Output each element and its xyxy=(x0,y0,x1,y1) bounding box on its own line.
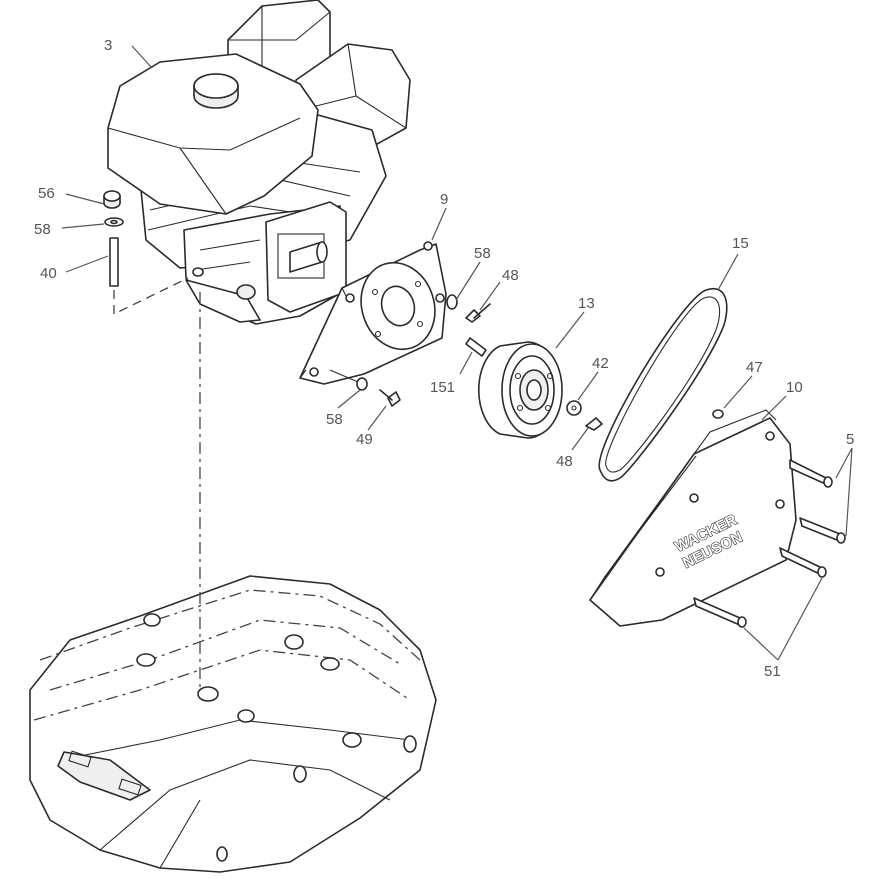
callout-40: 40 xyxy=(40,265,57,282)
callout-49: 49 xyxy=(356,431,373,448)
callout-labels: 3 56 58 40 9 58 48 13 15 47 10 42 48 151… xyxy=(34,37,854,680)
callout-151: 151 xyxy=(430,379,455,396)
callout-58-left: 58 xyxy=(34,221,51,238)
callout-42: 42 xyxy=(592,355,609,372)
base-plate xyxy=(29,575,437,873)
engine-mounting-plate xyxy=(299,241,447,385)
callout-58-bottom: 58 xyxy=(326,411,343,428)
callout-10: 10 xyxy=(786,379,803,396)
v-belt xyxy=(598,287,728,482)
callout-13: 13 xyxy=(578,295,595,312)
callout-48-bottom: 48 xyxy=(556,453,573,470)
callout-5: 5 xyxy=(846,431,854,448)
callout-9: 9 xyxy=(440,191,448,208)
callout-3: 3 xyxy=(104,37,112,54)
callout-56: 56 xyxy=(38,185,55,202)
callout-47: 47 xyxy=(746,359,763,376)
plate-hardware xyxy=(329,294,491,407)
callout-48-top: 48 xyxy=(502,267,519,284)
engine xyxy=(107,0,411,325)
leader-lines xyxy=(61,45,853,661)
callout-51: 51 xyxy=(764,663,781,680)
callout-15: 15 xyxy=(732,235,749,252)
mount-hardware xyxy=(103,190,189,316)
clutch-pulley xyxy=(478,341,603,439)
guard-screws xyxy=(693,459,846,628)
callout-58-top: 58 xyxy=(474,245,491,262)
belt-guard: WACKER NEUSON xyxy=(589,409,797,627)
